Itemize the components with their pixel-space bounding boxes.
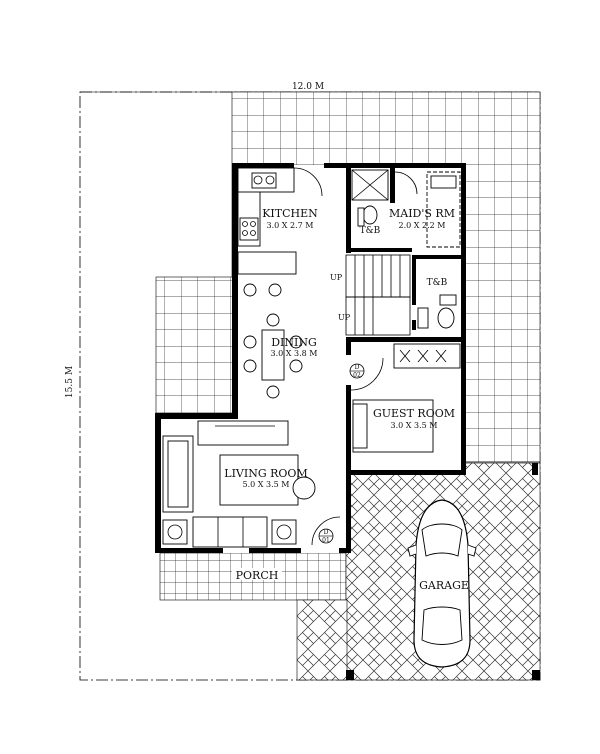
- living-room-size: 5.0 X 3.5 M: [243, 480, 290, 489]
- tb2-label: T&B: [427, 278, 448, 288]
- dimension-depth: 15.5 M: [65, 366, 75, 398]
- dimension-width-label: 12.0 M: [292, 82, 324, 92]
- door-tag-d02: D 02: [349, 363, 365, 379]
- dining-label: DINING: [271, 336, 317, 349]
- kitchen-size: 3.0 X 2.7 M: [267, 221, 314, 230]
- side-patio-tiles: [155, 276, 239, 416]
- car-icon: [407, 499, 477, 668]
- kitchen-label: KITCHEN: [262, 207, 318, 220]
- walkway-paving: [296, 599, 348, 681]
- guest-room-bed: [350, 343, 461, 453]
- toilet-bath-1-fixtures: [351, 169, 418, 227]
- svg-text:01: 01: [322, 537, 330, 544]
- garage-label: GARAGE: [419, 579, 469, 592]
- maids-room-size: 2.0 X 2.2 M: [399, 221, 446, 230]
- svg-text:D: D: [355, 364, 360, 371]
- staircase: [345, 254, 411, 336]
- dining-set: [243, 283, 303, 399]
- stair-up-label-1: UP: [330, 273, 343, 282]
- svg-text:D: D: [324, 529, 329, 536]
- tb1-label: T&B: [360, 226, 381, 236]
- door-tag-d01: D 01: [318, 528, 334, 544]
- dining-size: 3.0 X 3.8 M: [271, 349, 318, 358]
- walls: [155, 163, 540, 680]
- svg-text:02: 02: [353, 372, 361, 379]
- toilet-bath-2-fixtures: [417, 294, 457, 329]
- living-room-furniture: [162, 420, 341, 548]
- stair-up-label-2: UP: [338, 313, 351, 322]
- guest-room-label: GUEST ROOM: [373, 407, 455, 420]
- dimension-depth-label: 15.5 M: [65, 366, 75, 398]
- maids-room-bed: [426, 171, 461, 248]
- guest-room-size: 3.0 X 3.5 M: [391, 421, 438, 430]
- maids-room-label: MAID'S RM: [389, 207, 455, 220]
- living-room-label: LIVING ROOM: [224, 467, 307, 480]
- kitchen-counter: [237, 167, 323, 275]
- porch-tiles: [159, 552, 347, 601]
- dimension-width: 12.0 M: [80, 82, 540, 93]
- porch-label: PORCH: [236, 569, 279, 582]
